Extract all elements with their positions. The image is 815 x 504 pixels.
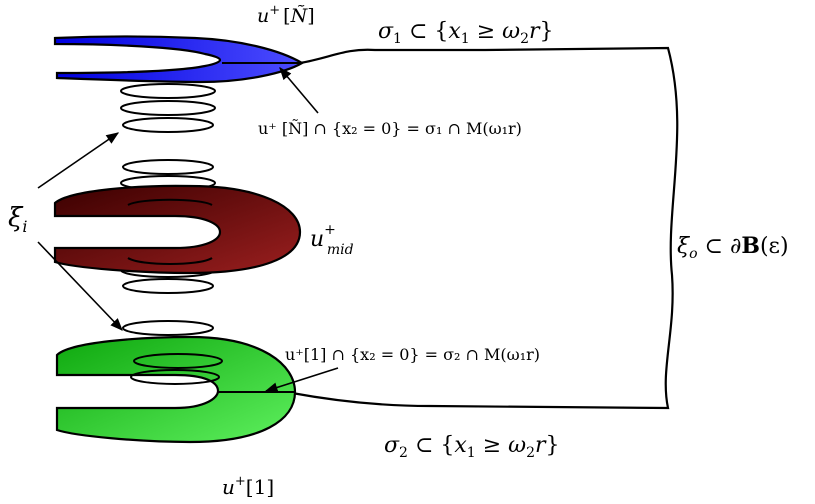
xi-i-label: ξi — [8, 203, 27, 236]
sigma1-label: σ1 ⊂ {x1 ≥ ω2r} — [378, 19, 554, 47]
sigma2-label: σ2 ⊂ {x1 ≥ ω2r} — [384, 433, 560, 461]
mid-inner-coils — [127, 198, 213, 265]
bottom-intersection-label: u⁺[1] ∩ {x₂ = 0} = σ₂ ∩ M(ω₁r) — [285, 345, 540, 364]
bottom-sheet-label: u+[1] — [222, 474, 274, 499]
arrow-top-intersection — [279, 67, 319, 114]
outer-boundary — [291, 46, 679, 410]
arrow-xi-to-bottom — [37, 241, 123, 331]
mid-sheet — [53, 184, 302, 275]
arrow-xi-to-top — [37, 132, 120, 189]
mid-sheet-label: u+mid — [310, 222, 354, 258]
arrow-bottom-intersection — [264, 367, 339, 393]
top-intersection-label: u⁺ [Ñ] ∩ {x₂ = 0} = σ₁ ∩ M(ω₁r) — [258, 118, 522, 138]
green-overlay-coils — [130, 353, 223, 385]
top-sheet — [53, 35, 305, 84]
bottom-sheet — [55, 335, 297, 444]
xi-o-label: ξo ⊂ ∂B(ε) — [677, 233, 789, 262]
top-sheet-label: u+[Ñ] — [257, 3, 315, 27]
